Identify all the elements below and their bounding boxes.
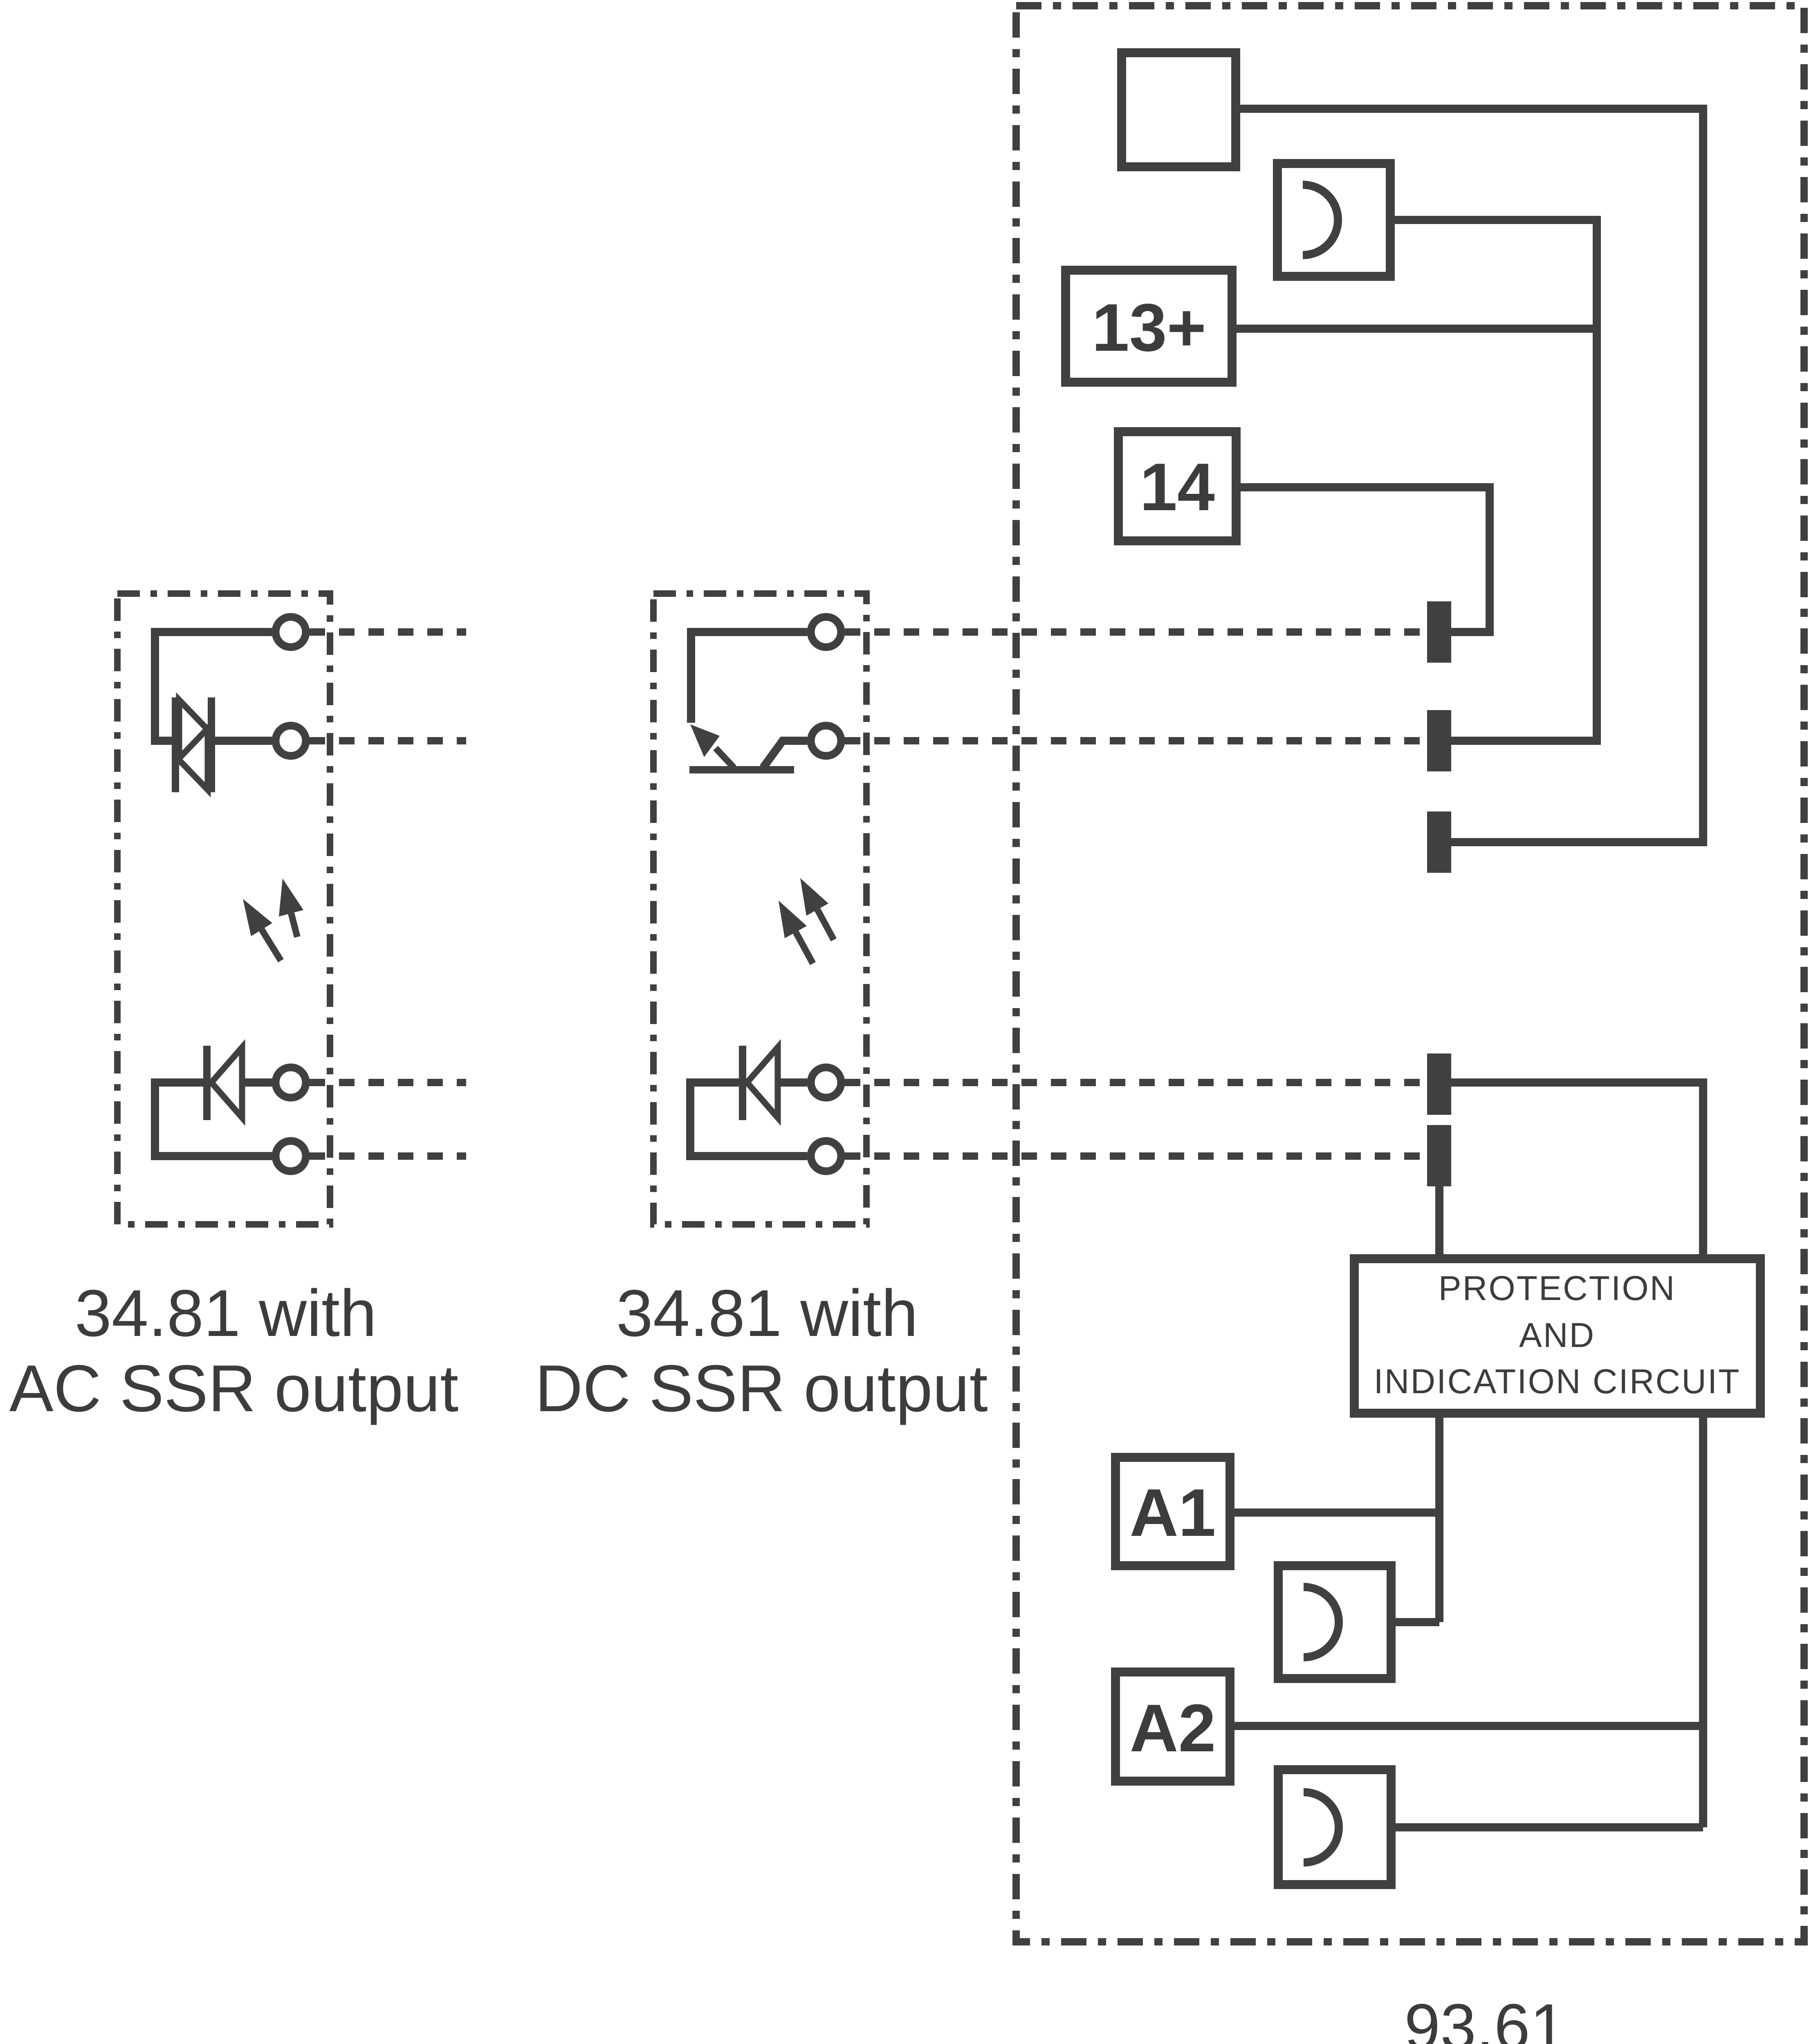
phototransistor-symbol (689, 724, 807, 773)
terminal-box (1111, 1667, 1234, 1786)
terminal-a1: A1 (1111, 1453, 1234, 1570)
module-dc-caption-line2: DC SSR output (535, 1351, 988, 1425)
led-triangle (743, 1039, 781, 1126)
indicator-box (1274, 1765, 1396, 1889)
module-ac-caption-line1: 34.81 with (75, 1276, 377, 1350)
indicator-arc (1302, 181, 1342, 259)
light-arrows-icon (243, 879, 303, 963)
module-terminal-circle (272, 1137, 310, 1175)
indicator-box (1273, 159, 1395, 281)
socket-pin (1427, 601, 1451, 663)
indicator-arc (1303, 1788, 1343, 1867)
plug-in-connections (845, 628, 1427, 1160)
terminal-a2: A2 (1111, 1667, 1234, 1786)
led-triangle (207, 1039, 245, 1126)
protection-box-line2: AND (1519, 1316, 1595, 1354)
wire (151, 1078, 272, 1160)
emitter-arrow-head (690, 724, 720, 757)
module-terminal-circle (272, 613, 310, 651)
module-ac-border (114, 590, 333, 1228)
emitter-lead (713, 746, 736, 770)
light-arrow-tail (814, 908, 837, 941)
collector-lead (759, 737, 807, 770)
module-dc-caption-line1: 34.81 with (616, 1276, 918, 1350)
wire (1338, 216, 1601, 745)
terminal-label: 14 (1140, 449, 1215, 524)
led-symbol (739, 1039, 781, 1126)
terminal-box (1114, 427, 1241, 545)
light-arrow-tail (288, 912, 301, 938)
module-dc-border (650, 590, 870, 1228)
blank-terminal-box (1117, 48, 1240, 171)
protection-box-frame (1350, 1254, 1765, 1418)
wire (687, 628, 807, 723)
socket-pin (1427, 710, 1451, 771)
wire (686, 1078, 807, 1160)
module-terminal-circle (272, 722, 310, 760)
module-terminal-circle (272, 1063, 310, 1102)
module-terminal-circle (807, 722, 845, 760)
light-arrow-head (243, 899, 272, 936)
protection-box-line3: INDICATION CIRCUIT (1374, 1362, 1740, 1401)
module-ac-caption-line2: AC SSR output (9, 1351, 459, 1425)
indicator-contact-symbol (1274, 1765, 1396, 1889)
socket-border (1012, 2, 1808, 1945)
socket-pin (1427, 1125, 1451, 1186)
socket-pin (1427, 1053, 1451, 1115)
socket-93-61: 13+ 14 A1 A2 PROTECTION AND INDICATION C… (1012, 2, 1808, 2044)
light-arrow-head (800, 878, 828, 916)
light-arrow-tail (259, 928, 284, 963)
indicator-box (1274, 1561, 1396, 1683)
terminal-label: A1 (1130, 1475, 1216, 1550)
light-arrow-tail (792, 930, 816, 965)
socket-pin (1427, 811, 1451, 873)
indicator-contact-symbol (1273, 159, 1395, 281)
terminal-label: 13+ (1092, 290, 1206, 365)
light-arrows-icon (779, 878, 837, 965)
module-terminal-circle (807, 613, 845, 651)
protection-box-line1: PROTECTION (1439, 1269, 1676, 1307)
wire (1451, 1078, 1707, 1259)
wire (1236, 483, 1494, 636)
protection-indication-box: PROTECTION AND INDICATION CIRCUIT (1350, 1254, 1765, 1418)
indicator-contact-symbol (1274, 1561, 1396, 1683)
socket-code-label: 93.61 (1404, 1991, 1566, 2044)
wire (1236, 105, 1707, 846)
terminal-label: A2 (1130, 1690, 1216, 1766)
module-terminal-circle (807, 1063, 845, 1102)
terminal-13: 13+ (1061, 266, 1237, 387)
light-arrow-head (279, 879, 303, 917)
led-symbol (203, 1039, 245, 1126)
module-terminal-circle (807, 1137, 845, 1175)
wire (151, 628, 272, 745)
module-ac-ssr: 34.81 with AC SSR output (9, 590, 466, 1425)
triac-triangle (174, 721, 211, 798)
terminal-box (1061, 266, 1237, 387)
triac-symbol (172, 692, 215, 798)
module-dc-ssr: 34.81 with DC SSR output (535, 590, 988, 1425)
light-arrow-head (779, 901, 807, 938)
indicator-arc (1303, 1583, 1343, 1661)
terminal-14: 14 (1114, 427, 1241, 545)
terminal-box (1111, 1453, 1234, 1570)
